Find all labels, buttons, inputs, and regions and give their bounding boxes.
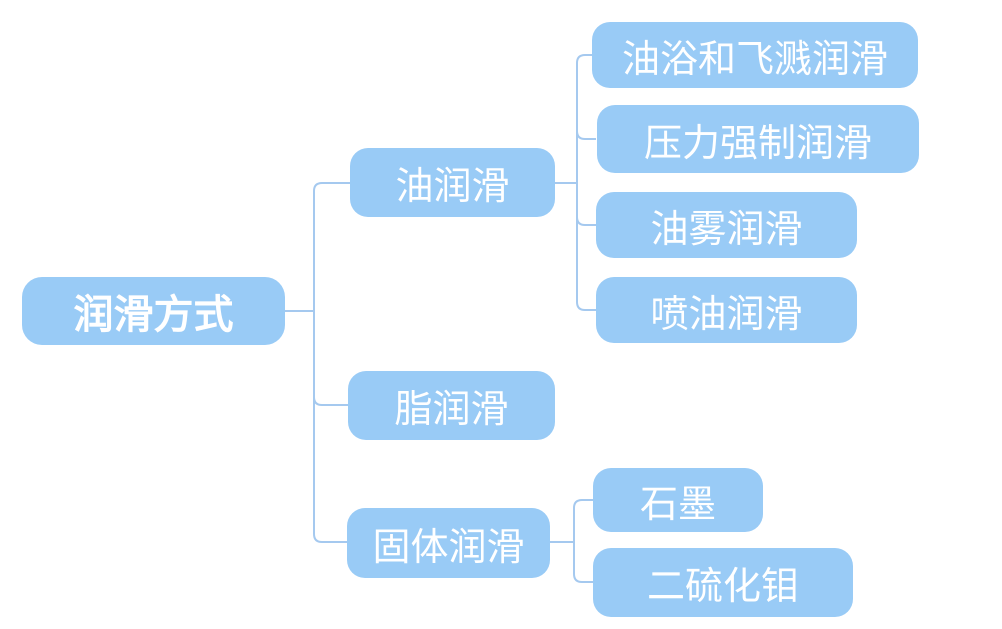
node-graphite[interactable]: 石墨 [593,468,763,532]
node-lubrication-method[interactable]: 润滑方式 [22,277,285,345]
connector-level1-spine [313,182,350,543]
connector-mist-elbow [576,216,596,226]
connector-oil-children-spine [576,54,596,311]
node-oil-spray-lubrication[interactable]: 喷油润滑 [596,277,857,343]
node-solid-lubrication[interactable]: 固体润滑 [347,508,550,578]
node-pressure-forced-lubrication[interactable]: 压力强制润滑 [597,105,919,173]
node-oil-lubrication[interactable]: 油润滑 [350,148,555,217]
node-oil-bath-splash-lubrication[interactable]: 油浴和飞溅润滑 [592,22,918,88]
connector-solid-children-spine [573,499,593,583]
node-oil-mist-lubrication[interactable]: 油雾润滑 [596,192,857,258]
node-grease-lubrication[interactable]: 脂润滑 [348,371,555,440]
node-molybdenum-disulfide[interactable]: 二硫化钼 [593,548,853,617]
connector-grease-elbow [313,396,348,406]
connector-pressure-elbow [576,130,596,140]
